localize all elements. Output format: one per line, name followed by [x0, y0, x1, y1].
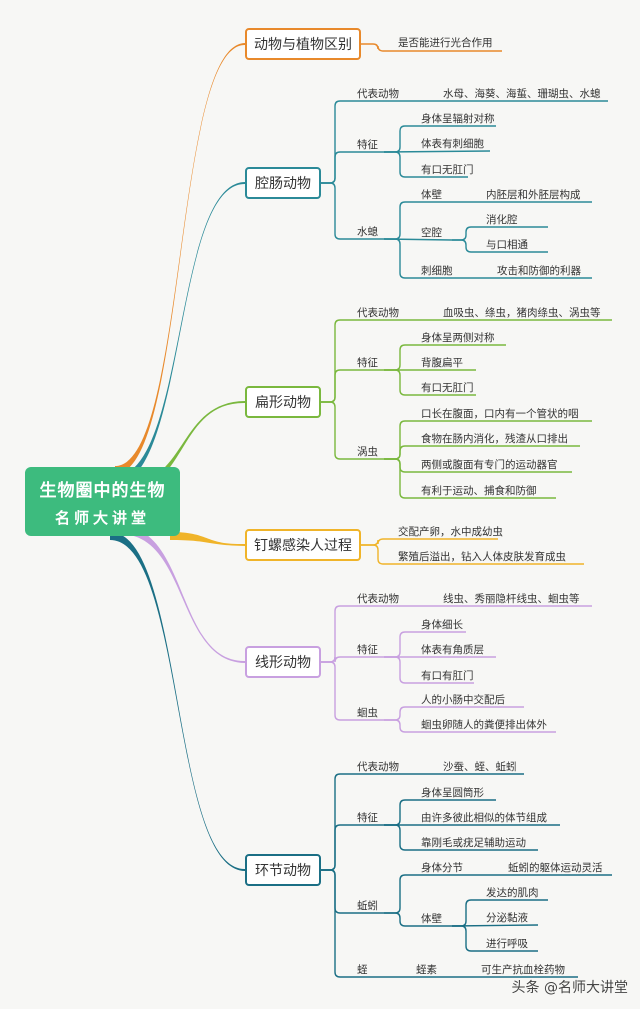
b5-feature-label: 特征 — [357, 644, 378, 656]
b6-wall-3: 进行呼吸 — [486, 938, 528, 950]
b6-leech-label: 蛭 — [357, 964, 368, 976]
b5-rep-value: 线虫、秀丽隐杆线虫、蛔虫等 — [443, 593, 580, 605]
b2-hydra-label: 水螅 — [357, 226, 378, 238]
b3-rep-label: 代表动物 — [357, 307, 399, 319]
b6-rep-value: 沙蚕、蛭、蚯蚓 — [443, 761, 517, 773]
edge-b4-1 — [361, 538, 498, 546]
b2-feature-3: 有口无肛门 — [421, 164, 474, 176]
b5-feature-3: 有口有肛门 — [421, 670, 474, 682]
edge-b6-wall — [384, 912, 452, 927]
edge-b6-wall3 — [452, 925, 538, 952]
b6-feature-3: 靠刚毛或疣足辅助运动 — [421, 837, 526, 849]
branch-annelids: 环节动物 — [245, 854, 321, 886]
b5-ascaris-1: 人的小肠中交配后 — [421, 694, 505, 706]
edge-b6-seg — [384, 874, 496, 914]
watermark: 头条 @名师大讲堂 — [511, 980, 628, 996]
b6-feature-2: 由许多彼此相似的体节组成 — [421, 812, 547, 824]
b2-rep-label: 代表动物 — [357, 88, 399, 100]
b4-step-2: 繁殖后溢出，钻入人体皮肤发育成虫 — [398, 551, 566, 563]
b3-feature-label: 特征 — [357, 357, 378, 369]
edge-b5-asc — [321, 661, 384, 721]
edge-b1-note — [361, 43, 502, 52]
b6-segment-label: 身体分节 — [421, 862, 463, 874]
b2-cnidocyte-label: 刺细胞 — [421, 265, 453, 277]
b4-step-1: 交配产卵，水中成幼虫 — [398, 526, 503, 538]
b5-ascaris-2: 蛔虫卵随人的粪便排出体外 — [421, 719, 547, 731]
b2-cavity-label: 空腔 — [421, 227, 442, 239]
b5-ascaris-label: 蛔虫 — [357, 707, 378, 719]
branch-roundworms: 线形动物 — [245, 646, 321, 678]
b3-feature-3: 有口无肛门 — [421, 382, 474, 394]
edge-b4-2 — [361, 544, 584, 565]
b3-planaria-4: 有利于运动、捕食和防御 — [421, 485, 537, 497]
edge-b5-feat — [321, 656, 384, 663]
edge-b6-wall2 — [451, 924, 539, 927]
b6-segment-value: 蚯蚓的躯体运动灵活 — [508, 862, 603, 874]
branch-cnidaria: 腔肠动物 — [245, 167, 321, 199]
b6-hirudin-value: 可生产抗血栓药物 — [481, 964, 565, 976]
b6-earthworm-label: 蚯蚓 — [357, 900, 378, 912]
b5-rep-label: 代表动物 — [357, 593, 399, 605]
b2-cavity-2: 与口相通 — [486, 239, 528, 251]
root-title: 生物圈中的生物 — [39, 480, 166, 501]
edge-b2-hydra — [321, 182, 384, 240]
edge-b3-feat — [321, 369, 384, 403]
curve-b2 — [115, 182, 245, 484]
b2-feature-label: 特征 — [357, 139, 378, 151]
b3-rep-value: 血吸虫、绦虫，猪肉绦虫、涡虫等 — [443, 307, 601, 319]
edge-b3-w4 — [384, 458, 556, 499]
b3-planaria-2: 食物在肠内消化，残渣从口排出 — [421, 433, 568, 445]
edge-b3-f3 — [384, 369, 476, 396]
b6-wall-2: 分泌黏液 — [486, 912, 528, 924]
b2-wall-value: 内胚层和外胚层构成 — [486, 189, 581, 201]
edge-b2-cnido — [384, 238, 464, 279]
b3-feature-1: 身体呈两侧对称 — [421, 332, 495, 344]
curve-b6 — [110, 532, 245, 871]
b2-cnidocyte-value: 攻击和防御的利器 — [497, 265, 581, 277]
edge-b2-cav2 — [452, 239, 548, 253]
edge-b5-a2 — [384, 719, 556, 733]
b2-cavity-1: 消化腔 — [486, 214, 518, 226]
b5-feature-2: 体表有角质层 — [421, 644, 484, 656]
edge-b6-f3 — [384, 824, 538, 851]
edge-b6-leech — [321, 869, 400, 978]
b2-wall-label: 体壁 — [421, 189, 442, 201]
branch-animal-plant-difference: 动物与植物区别 — [245, 28, 361, 60]
b6-wall-label: 体壁 — [421, 913, 442, 925]
b2-feature-1: 身体呈辐射对称 — [421, 113, 495, 125]
edge-b2-f3 — [384, 151, 468, 178]
b1-note: 是否能进行光合作用 — [398, 37, 493, 49]
b6-hirudin-label: 蛭素 — [416, 964, 437, 976]
b3-planaria-3: 两侧或腹面有专门的运动器官 — [421, 459, 558, 471]
curve-b3 — [120, 401, 245, 494]
b3-planaria-1: 口长在腹面，口内有一个管状的咽 — [421, 408, 579, 420]
b6-wall-1: 发达的肌肉 — [486, 887, 539, 899]
edge-b6-feat — [321, 824, 384, 871]
b5-feature-1: 身体细长 — [421, 619, 463, 631]
curve-b1 — [115, 43, 245, 474]
b3-feature-2: 背腹扁平 — [421, 357, 463, 369]
root-node: 生物圈中的生物 名师大讲堂 — [25, 467, 180, 536]
edge-b5-f3 — [384, 656, 474, 684]
b6-feature-1: 身体呈圆筒形 — [421, 787, 484, 799]
b2-feature-2: 体表有刺细胞 — [421, 138, 484, 150]
curve-b4 — [170, 532, 245, 546]
branch-snail-infection: 钉螺感染人过程 — [245, 529, 361, 561]
b2-rep-value: 水母、海葵、海蜇、珊瑚虫、水螅 — [443, 88, 601, 100]
b3-planaria-label: 涡虫 — [357, 446, 378, 458]
edge-b2-feat — [321, 151, 384, 184]
b6-rep-label: 代表动物 — [357, 761, 399, 773]
root-subtitle: 名师大讲堂 — [54, 508, 150, 527]
b6-feature-label: 特征 — [357, 812, 378, 824]
branch-flatworms: 扁形动物 — [245, 386, 321, 418]
edge-b2-f2 — [383, 150, 491, 153]
edge-b3-worm — [321, 401, 384, 460]
curve-b5 — [120, 526, 245, 663]
